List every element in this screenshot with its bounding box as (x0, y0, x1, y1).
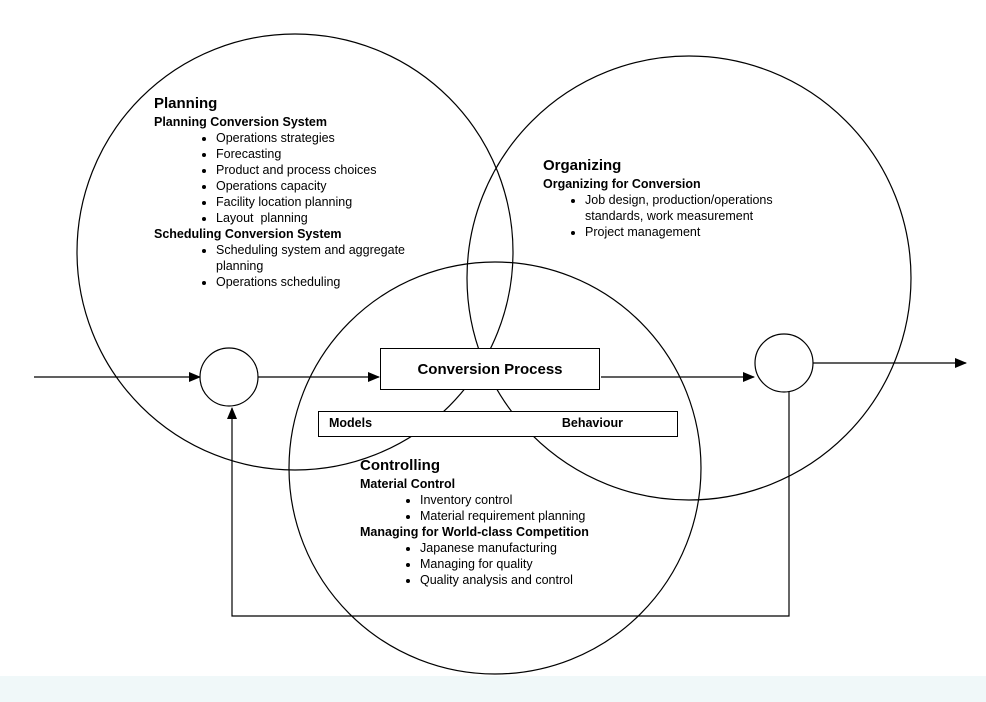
planning-circle (76, 33, 514, 471)
list-item: Layout planning (216, 210, 434, 226)
conversion-process-box: Conversion Process (380, 348, 600, 390)
models-behaviour-box: Models Behaviour (318, 411, 678, 437)
list-item: Operations capacity (216, 178, 434, 194)
output-junction-circle (754, 333, 814, 393)
list-item: Material requirement planning (420, 508, 640, 524)
planning-title: Planning (154, 95, 218, 112)
bottom-band (0, 676, 986, 702)
material-control-heading: Material Control (360, 477, 456, 491)
list-item: Managing for quality (420, 556, 640, 572)
list-item: Inventory control (420, 492, 640, 508)
behaviour-label: Behaviour (561, 416, 623, 430)
models-label: Models (329, 416, 373, 430)
organizing-conversion-heading: Organizing for Conversion (543, 177, 701, 191)
planning-block: Planning Planning Conversion System Oper… (154, 94, 434, 290)
input-junction-circle (199, 347, 259, 407)
planning-conversion-heading: Planning Conversion System (154, 115, 327, 129)
diagram-canvas (34, 33, 967, 675)
list-item: Project management (585, 224, 813, 240)
controlling-block: Controlling Material Control Inventory c… (360, 456, 640, 588)
material-control-list: Inventory control Material requirement p… (360, 492, 640, 524)
list-item: Facility location planning (216, 194, 434, 210)
organizing-block: Organizing Organizing for Conversion Job… (543, 156, 813, 240)
feedback-loop-line (227, 392, 790, 617)
organizing-title: Organizing (543, 157, 622, 174)
list-item: Quality analysis and control (420, 572, 640, 588)
list-item: Operations strategies (216, 130, 434, 146)
controlling-title: Controlling (360, 457, 440, 474)
organizing-conversion-list: Job design, production/operations standa… (543, 192, 813, 240)
controlling-circle (288, 261, 702, 675)
list-item: Scheduling system and aggregate planning (216, 242, 406, 274)
organizing-circle (466, 55, 912, 501)
scheduling-conversion-heading: Scheduling Conversion System (154, 227, 342, 241)
world-class-competition-list: Japanese manufacturing Managing for qual… (360, 540, 640, 588)
list-item: Operations scheduling (216, 274, 434, 290)
list-item: Job design, production/operations standa… (585, 192, 810, 224)
list-item: Forecasting (216, 146, 434, 162)
planning-conversion-list: Operations strategies Forecasting Produc… (154, 130, 434, 226)
list-item: Japanese manufacturing (420, 540, 640, 556)
conversion-process-label: Conversion Process (417, 360, 563, 378)
scheduling-conversion-list: Scheduling system and aggregate planning… (154, 242, 434, 290)
list-item: Product and process choices (216, 162, 434, 178)
world-class-competition-heading: Managing for World-class Competition (360, 525, 589, 539)
